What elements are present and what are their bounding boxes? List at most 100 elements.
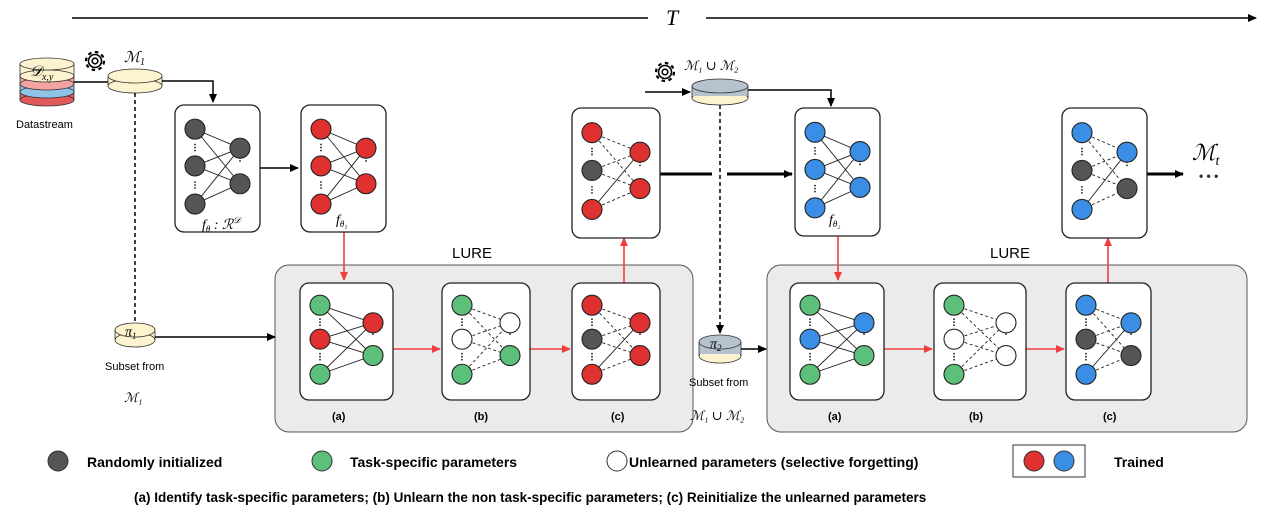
- network-connection: [814, 151, 861, 209]
- lure-title-1: LURE: [452, 245, 492, 262]
- ellipsis-dot: [814, 146, 816, 149]
- legend-red-dot: [1023, 450, 1045, 472]
- ellipsis-dot: [591, 355, 593, 358]
- ellipsis-dot: [1085, 355, 1087, 358]
- ellipsis-dot: [863, 333, 865, 336]
- ellipsis-dot: [194, 143, 196, 146]
- legend-unlearned-label: Unlearned parameters (selective forgetti…: [629, 454, 918, 470]
- subset-m1-label: ℳ₁: [124, 390, 142, 405]
- neuron: [629, 141, 651, 163]
- network-connection: [591, 151, 641, 210]
- network-lure2-a: [789, 282, 885, 401]
- timeline: T: [72, 5, 1257, 30]
- legend: Randomly initialized Task-specific param…: [47, 444, 1164, 478]
- neuron: [499, 312, 521, 334]
- legend-white-dot: [606, 450, 628, 472]
- neuron: [229, 137, 251, 159]
- network-connection: [1085, 304, 1132, 356]
- neuron: [995, 312, 1017, 334]
- neuron: [995, 344, 1017, 367]
- ellipsis-dot: [320, 143, 322, 146]
- ellipsis-dot: [639, 164, 641, 167]
- ellipsis-dot: [319, 352, 321, 355]
- network-lure2-b: [933, 282, 1027, 401]
- ellipsis-dot: [953, 321, 955, 324]
- neuron: [804, 121, 826, 143]
- neuron: [581, 328, 603, 350]
- ellipsis-dot: [1130, 333, 1132, 336]
- network-connection: [953, 304, 1007, 356]
- m1m2-label: ℳ₁ ∪ ℳ₂: [684, 58, 739, 73]
- neuron: [943, 294, 965, 316]
- ellipsis-dot: [591, 189, 593, 191]
- network-f-theta: [174, 104, 261, 233]
- pi2-label: π2: [710, 337, 722, 353]
- neuron: [499, 344, 521, 367]
- ellipsis-dot: [809, 318, 811, 321]
- neuron: [1075, 294, 1097, 316]
- neuron: [853, 344, 875, 367]
- legend-trained-box: [1012, 444, 1086, 478]
- network-lure1-c: [571, 282, 661, 401]
- ellipsis-dot: [1081, 153, 1083, 156]
- ellipsis-dot: [509, 333, 511, 336]
- neuron: [310, 118, 332, 140]
- ellipsis-dot: [319, 318, 321, 321]
- neuron: [309, 328, 331, 350]
- m1m2-database-icon: [691, 78, 749, 106]
- ellipsis-dot: [814, 184, 816, 187]
- caption: (a) Identify task-specific parameters; (…: [134, 490, 926, 505]
- neuron: [943, 363, 965, 385]
- networks: [174, 104, 1152, 401]
- dataset-symbol: 𝒟x,y: [30, 64, 54, 83]
- ellipsis-dot: [319, 321, 321, 324]
- step-b-label-1: (b): [474, 411, 488, 423]
- ellipsis-dot: [591, 324, 593, 327]
- ellipsis-dot: [1081, 147, 1083, 150]
- network-connection: [591, 304, 641, 356]
- f-theta1-label: fθ₁: [336, 213, 347, 229]
- ellipsis-dot: [814, 187, 816, 190]
- step-c-label-1: (c): [611, 411, 625, 423]
- neuron: [849, 176, 871, 198]
- legend-blue-dot: [1053, 450, 1075, 472]
- step-b-label-2: (b): [969, 411, 983, 423]
- network-connection: [1085, 322, 1132, 375]
- network-lure2-c: [1065, 282, 1152, 401]
- neuron: [799, 328, 821, 350]
- ellipsis-dot: [319, 358, 321, 361]
- neuron: [310, 193, 332, 215]
- f-theta2-label: fθ₂: [829, 213, 840, 229]
- legend-green-dot: [311, 450, 333, 472]
- neuron: [451, 328, 473, 350]
- neuron: [629, 312, 651, 334]
- neuron: [355, 173, 377, 195]
- neuron: [804, 197, 826, 219]
- neuron: [629, 344, 651, 367]
- ellipsis-dot: [809, 352, 811, 355]
- ellipsis-dot: [953, 318, 955, 321]
- neuron: [451, 294, 473, 316]
- neuron: [1116, 178, 1138, 200]
- neuron: [362, 344, 384, 367]
- step-a-label-1: (a): [332, 411, 346, 423]
- ellipsis-dot: [1085, 321, 1087, 324]
- legend-trained-label: Trained: [1114, 454, 1164, 470]
- ellipsis-dot: [1126, 164, 1128, 167]
- network-mt: [1061, 107, 1148, 239]
- network-connection: [591, 322, 641, 375]
- legend-task-label: Task-specific parameters: [350, 454, 517, 470]
- ellipsis-dot: [591, 352, 593, 355]
- neuron: [1071, 159, 1093, 181]
- neuron: [1120, 312, 1142, 334]
- network-connection: [809, 304, 865, 356]
- network-connection: [809, 322, 865, 375]
- ellipsis-dot: [461, 324, 463, 327]
- ellipsis-dot: [591, 153, 593, 156]
- neuron: [1116, 141, 1138, 163]
- neuron: [581, 159, 603, 181]
- ellipsis-dot: [320, 149, 322, 152]
- network-connection: [320, 128, 367, 185]
- ellipsis-dot: [365, 160, 367, 162]
- ellipsis-dot: [1085, 352, 1087, 355]
